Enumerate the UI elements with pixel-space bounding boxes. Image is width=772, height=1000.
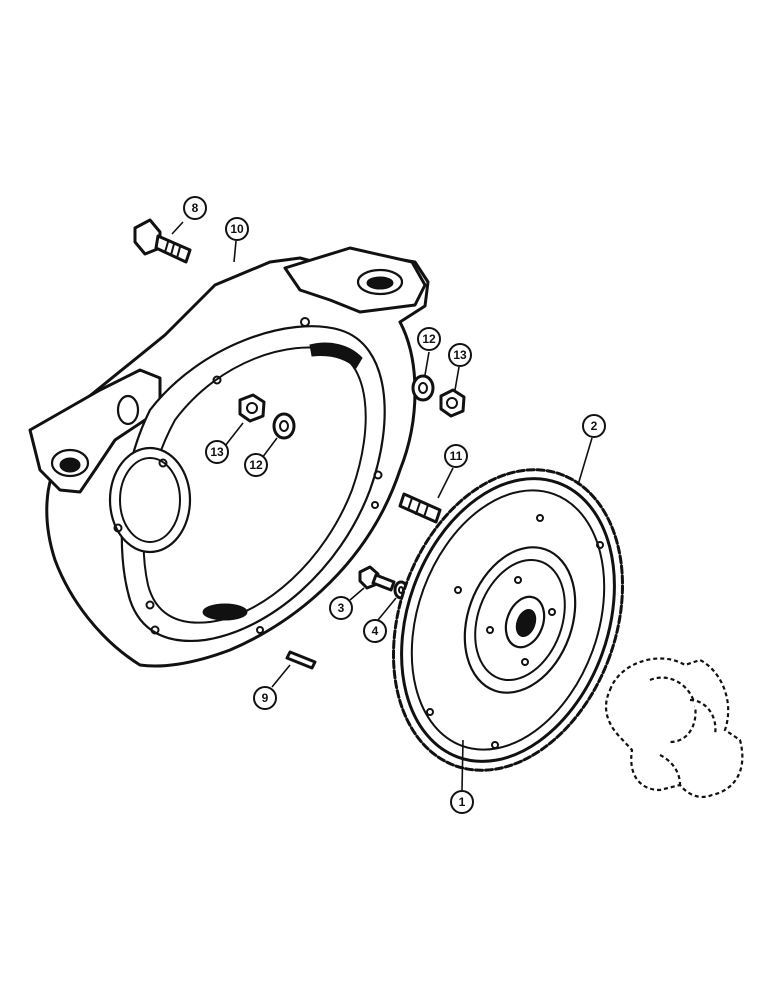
- callout-label: 10: [230, 222, 244, 236]
- callout-3: 3: [329, 587, 365, 620]
- dowel-pin-part-9: [285, 650, 317, 670]
- nut-part-13-left: [238, 393, 266, 423]
- flywheel-with-ring-gear: [392, 468, 624, 772]
- callout-label: 8: [192, 201, 199, 215]
- callout-12-left: 12: [244, 437, 278, 477]
- callout-9: 9: [253, 664, 291, 710]
- bolt-part-3: [358, 565, 396, 592]
- callout-label: 9: [262, 691, 269, 705]
- callout-label: 12: [422, 332, 436, 346]
- callout-11: 11: [437, 444, 468, 499]
- callout-label: 13: [453, 348, 467, 362]
- bolt-part-10: [133, 218, 192, 264]
- nut-part-13-right: [439, 388, 466, 418]
- callout-8: 10: [225, 217, 249, 263]
- crankshaft-reference: [604, 657, 744, 799]
- washer-part-12-right: [411, 374, 435, 402]
- callout-label: 11: [450, 449, 463, 463]
- callout-12-right: 12: [417, 327, 441, 376]
- callout-1: 1: [450, 739, 474, 814]
- callout-label: 4: [372, 624, 379, 638]
- callout-label: 1: [459, 795, 466, 809]
- flywheel-housing: [28, 246, 430, 668]
- callout-13-left: 13: [205, 422, 244, 464]
- callout-10: 8: [171, 196, 207, 235]
- washer-part-12-left: [272, 412, 296, 440]
- callout-label: 12: [249, 458, 263, 472]
- callout-label: 13: [210, 445, 224, 459]
- callout-2: 2: [577, 414, 606, 486]
- callout-label: 2: [591, 419, 598, 433]
- callout-4: 4: [363, 597, 397, 643]
- stud-part-11: [398, 492, 442, 524]
- callout-13-right: 13: [448, 343, 472, 391]
- callout-label: 3: [338, 601, 345, 615]
